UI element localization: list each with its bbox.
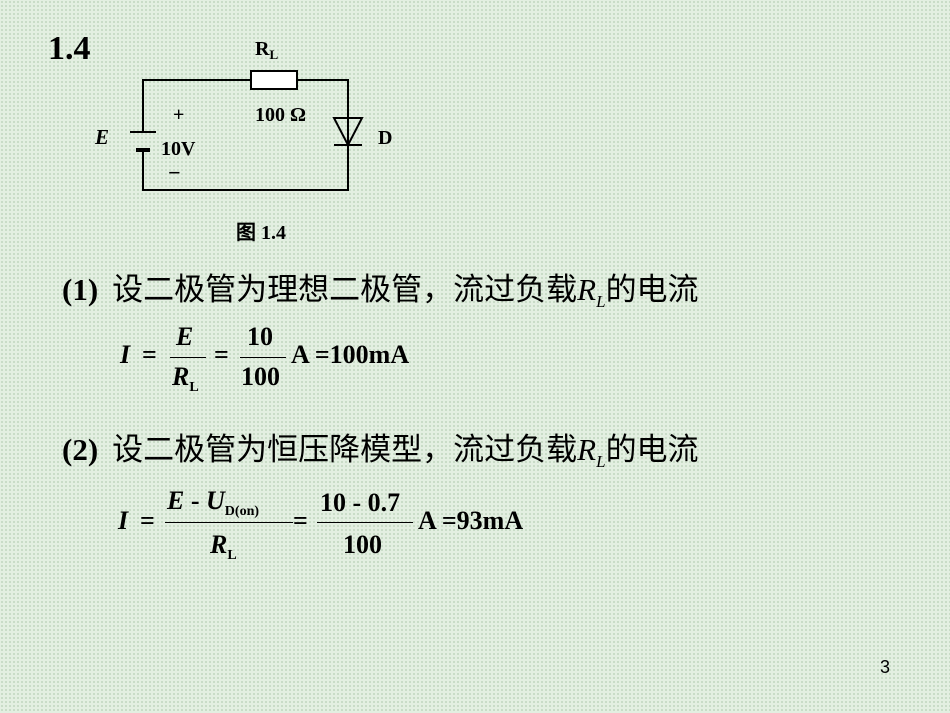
eq1-frac1-bar (170, 357, 206, 358)
eq1-frac2-denominator: 100 (241, 362, 280, 391)
eq1-lhs: I (120, 340, 131, 369)
step-2-text: (2) 设二极管为恒压降模型，流过负载RL的电流 (62, 424, 699, 472)
step-2-description: 设二极管为恒压降模型，流过负载 (112, 432, 578, 467)
eq2-frac1-denominator: RL (210, 530, 237, 564)
step-1-text: (1) 设二极管为理想二极管，流过负载RL的电流 (62, 264, 699, 312)
diode-label: D (378, 127, 392, 149)
eq2-frac1-numerator: E - UD(on) (167, 486, 260, 520)
eq2-frac2-denominator: 100 (343, 530, 382, 559)
figure-caption: 图 1.4 (236, 222, 286, 244)
step-1-description-end: 的电流 (605, 272, 699, 307)
source-value: 10V (161, 138, 196, 160)
eq1-frac1-denominator: RL (172, 362, 199, 396)
step-1-description: 设二极管为理想二极管，流过负载 (112, 272, 578, 307)
eq2-frac2-bar (317, 522, 413, 523)
battery-symbol (130, 131, 156, 152)
plus-sign: + (173, 104, 184, 126)
page-number: 3 (879, 657, 890, 677)
eq2-lhs: I (118, 506, 129, 535)
eq2-result: A =93mA (418, 506, 524, 535)
resistor-symbol (250, 70, 298, 90)
circuit-diagram: RL 100 Ω E + 10V − D (94, 38, 392, 191)
eq2-equals-1: = (140, 506, 155, 535)
eq1-result: A =100mA (291, 340, 410, 369)
diode-symbol (332, 117, 364, 148)
step-2-description-end: 的电流 (605, 432, 699, 467)
eq1-frac2-bar (240, 357, 286, 358)
eq2-frac1-bar (165, 522, 293, 523)
eq2-frac2-numerator: 10 - 0.7 (320, 488, 401, 517)
step-1-number: (1) (62, 272, 99, 307)
step-1-variable: RL (577, 272, 606, 312)
minus-sign: − (168, 160, 181, 185)
eq1-equals-2: = (214, 340, 229, 369)
source-label: E (94, 125, 109, 149)
circuit-wires (142, 79, 349, 191)
eq1-frac2-numerator: 10 (247, 322, 273, 351)
step-2-number: (2) (62, 432, 99, 467)
step-2-variable: RL (577, 432, 606, 472)
eq2-equals-2: = (293, 506, 308, 535)
resistor-label: RL (255, 38, 278, 62)
eq1-frac1-numerator: E (176, 322, 194, 351)
section-number: 1.4 (48, 30, 91, 67)
resistor-value: 100 Ω (255, 104, 306, 126)
eq1-equals-1: = (142, 340, 157, 369)
